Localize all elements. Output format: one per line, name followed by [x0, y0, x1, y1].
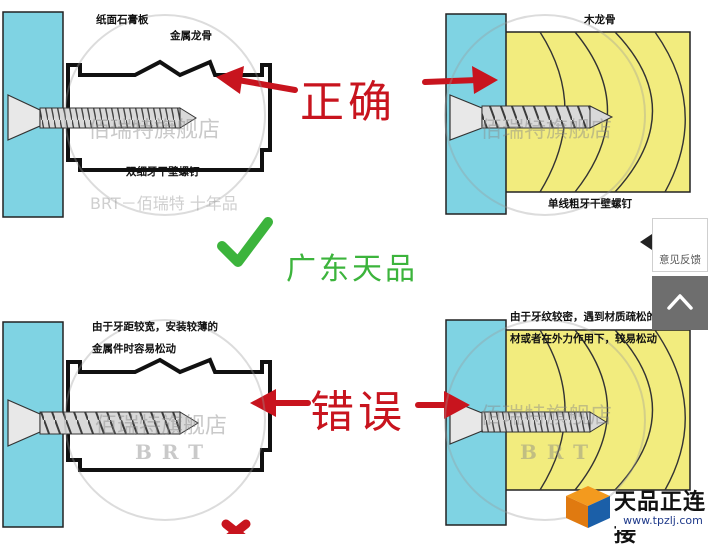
- feedback-label: 意见反馈: [659, 254, 701, 266]
- note-wrong-right: 由于牙纹较密，遇到材质疏松的木 材或者在外力作用下，较易松动: [510, 306, 715, 350]
- panel-bottom-right: [445, 319, 691, 526]
- label-wood-keel: 木龙骨: [584, 14, 616, 26]
- screw-thread-fine: [40, 108, 180, 128]
- label-drywall: 纸面石膏板: [96, 14, 149, 26]
- note-wrong-left-line2: 金属件时容易松动: [92, 343, 176, 355]
- chevron-up-icon: [667, 294, 693, 310]
- screw-tip: [179, 411, 199, 435]
- watermark-shop: 佰瑞特旗舰店: [95, 414, 228, 439]
- note-wrong-right-line1: 由于牙纹较密，遇到材质疏松的木: [510, 311, 668, 323]
- panel-top-left: [2, 11, 272, 218]
- watermark-shop: 佰瑞特旗舰店: [88, 118, 221, 143]
- brand-logo-icon: [566, 486, 610, 528]
- metal-keel: [66, 357, 272, 472]
- cross-icon: [221, 519, 251, 545]
- note-wrong-left: 由于牙距较宽，安装较薄的 金属件时容易松动: [92, 316, 292, 360]
- label-coarse-screw: 单线粗牙干壁螺钉: [548, 198, 632, 210]
- feedback-button[interactable]: 意见反馈: [652, 218, 708, 272]
- brand-logo-url: www.tpzlj.com: [616, 512, 710, 530]
- note-wrong-right-line2: 材或者在外力作用下，较易松动: [510, 333, 657, 345]
- watermark-shop: 佰瑞特旗舰店: [480, 404, 613, 429]
- screw-tip: [179, 107, 197, 129]
- screw-tip: [589, 105, 614, 129]
- panel-top-right: [445, 13, 691, 215]
- label-metal-keel: 金属龙骨: [170, 30, 212, 42]
- back-to-top-button[interactable]: [652, 276, 708, 330]
- watermark-seal: [64, 14, 646, 521]
- check-icon: [217, 217, 273, 267]
- screw-thread-coarse: [40, 412, 180, 434]
- screw-usage-diagram: [2, 11, 691, 545]
- screw-thread-coarse: [482, 106, 590, 128]
- screw-tip: [589, 411, 607, 433]
- note-wrong-left-line1: 由于牙距较宽，安装较薄的: [92, 321, 218, 333]
- arrows-wrong: [250, 389, 470, 419]
- diagram-canvas: 佰瑞特旗舰店 佰瑞特旗舰店 佰瑞特旗舰店 佰瑞特旗舰店 BRT BRT BRT－…: [2, 11, 715, 547]
- carousel-prev-icon: [640, 234, 652, 250]
- label-correct: 正确: [300, 77, 396, 128]
- panel-bottom-left: [2, 321, 272, 528]
- watermark-shop: 佰瑞特旗舰店: [480, 118, 613, 143]
- metal-keel: [66, 59, 272, 172]
- label-wrong: 错误: [310, 387, 406, 438]
- watermark-brand: BRT: [135, 440, 214, 464]
- watermark-slogan: BRT－佰瑞特 十年品: [90, 194, 238, 213]
- label-center-brand: 广东天品: [286, 252, 418, 287]
- arrows-correct: [216, 66, 498, 94]
- wood-grain: [539, 329, 686, 491]
- label-fine-screw: 双细牙干壁螺钉: [126, 166, 200, 178]
- watermark-brand: BRT: [520, 440, 599, 464]
- screw-thread-fine: [482, 412, 590, 432]
- wood-keel: [504, 329, 691, 491]
